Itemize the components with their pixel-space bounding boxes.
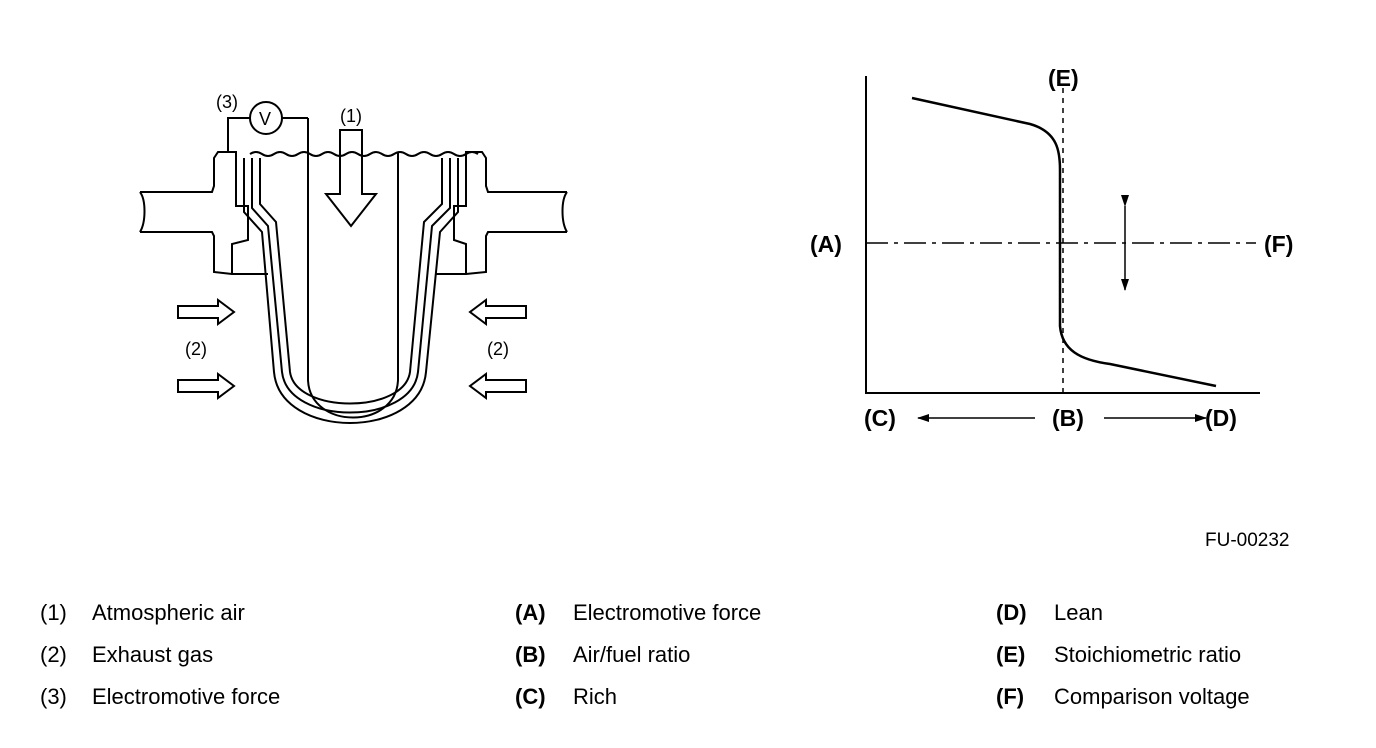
sensor-label-1: (1) [340, 106, 362, 126]
sensor-label-2-left: (2) [185, 339, 207, 359]
legend-text: Electromotive force [573, 600, 762, 625]
legend-key: (F) [996, 684, 1025, 709]
legend-item: (D) Lean [996, 592, 1250, 634]
output-voltage-curve [911, 96, 1217, 388]
legend-column-1: (1) Atmospheric air (2) Exhaust gas (3) … [40, 592, 280, 718]
legend-column-3: (D) Lean (E) Stoichiometric ratio (F) Co… [996, 592, 1250, 718]
voltmeter-wire [227, 117, 308, 152]
legend-text: Atmospheric air [92, 600, 245, 625]
legend-key: (3) [40, 684, 67, 709]
legend-column-2: (A) Electromotive force (B) Air/fuel rat… [515, 592, 761, 718]
oxygen-sensor-diagram [139, 101, 568, 424]
legend-key: (1) [40, 600, 67, 625]
voltage-graph [865, 76, 1260, 422]
sensor-inner-electrode [307, 118, 399, 419]
sensor-thimble-outer [243, 158, 459, 424]
sensor-thimble-layer-2 [251, 158, 451, 414]
voltmeter-label: V [259, 109, 271, 129]
sensor-top-edge [249, 151, 479, 157]
sensor-label-2-right: (2) [487, 339, 509, 359]
legend-text: Stoichiometric ratio [1054, 642, 1242, 667]
legend-item: (2) Exhaust gas [40, 634, 280, 676]
legend-text: Exhaust gas [92, 642, 214, 667]
legend-key: (D) [996, 600, 1027, 625]
legend-key: (B) [515, 642, 546, 667]
exhaust-arrow-left-top [177, 298, 236, 326]
legend-item: (E) Stoichiometric ratio [996, 634, 1250, 676]
legend-text: Rich [573, 684, 618, 709]
graph-label-c: (C) [864, 405, 896, 431]
legend-item: (C) Rich [515, 676, 761, 718]
graph-labels: (E) (A) (F) (C) (B) (D) [810, 65, 1293, 431]
legend-text: Electromotive force [92, 684, 281, 709]
legend-item: (3) Electromotive force [40, 676, 280, 718]
exhaust-pipe-right [436, 151, 568, 275]
sensor-labels: (3) V (1) (2) (2) [185, 92, 509, 359]
legend-key: (E) [996, 642, 1026, 667]
legend-key: (C) [515, 684, 546, 709]
legend-item: (F) Comparison voltage [996, 676, 1250, 718]
exhaust-arrow-right-bottom [468, 372, 527, 400]
legend-item: (B) Air/fuel ratio [515, 634, 761, 676]
legend-key: (A) [515, 600, 546, 625]
sensor-thimble-layer-3 [259, 158, 443, 405]
figure-id: FU-00232 [1205, 530, 1290, 551]
sensor-label-3: (3) [216, 92, 238, 112]
legend-text: Lean [1054, 600, 1103, 625]
legend-key: (2) [40, 642, 67, 667]
voltmeter-circle [249, 101, 283, 135]
graph-label-d: (D) [1205, 405, 1237, 431]
graph-label-e: (E) [1048, 65, 1079, 91]
legend-item: (1) Atmospheric air [40, 592, 280, 634]
atmospheric-air-arrow [323, 129, 379, 228]
graph-label-f: (F) [1264, 231, 1293, 257]
legend-item: (A) Electromotive force [515, 592, 761, 634]
exhaust-arrow-right-top [468, 298, 527, 326]
graph-label-a: (A) [810, 231, 842, 257]
exhaust-pipe-left [139, 151, 268, 275]
graph-label-b: (B) [1052, 405, 1084, 431]
graph-axes [865, 76, 1260, 394]
legend-text: Comparison voltage [1054, 684, 1250, 709]
exhaust-arrow-left-bottom [177, 372, 236, 400]
legend-text: Air/fuel ratio [573, 642, 691, 667]
